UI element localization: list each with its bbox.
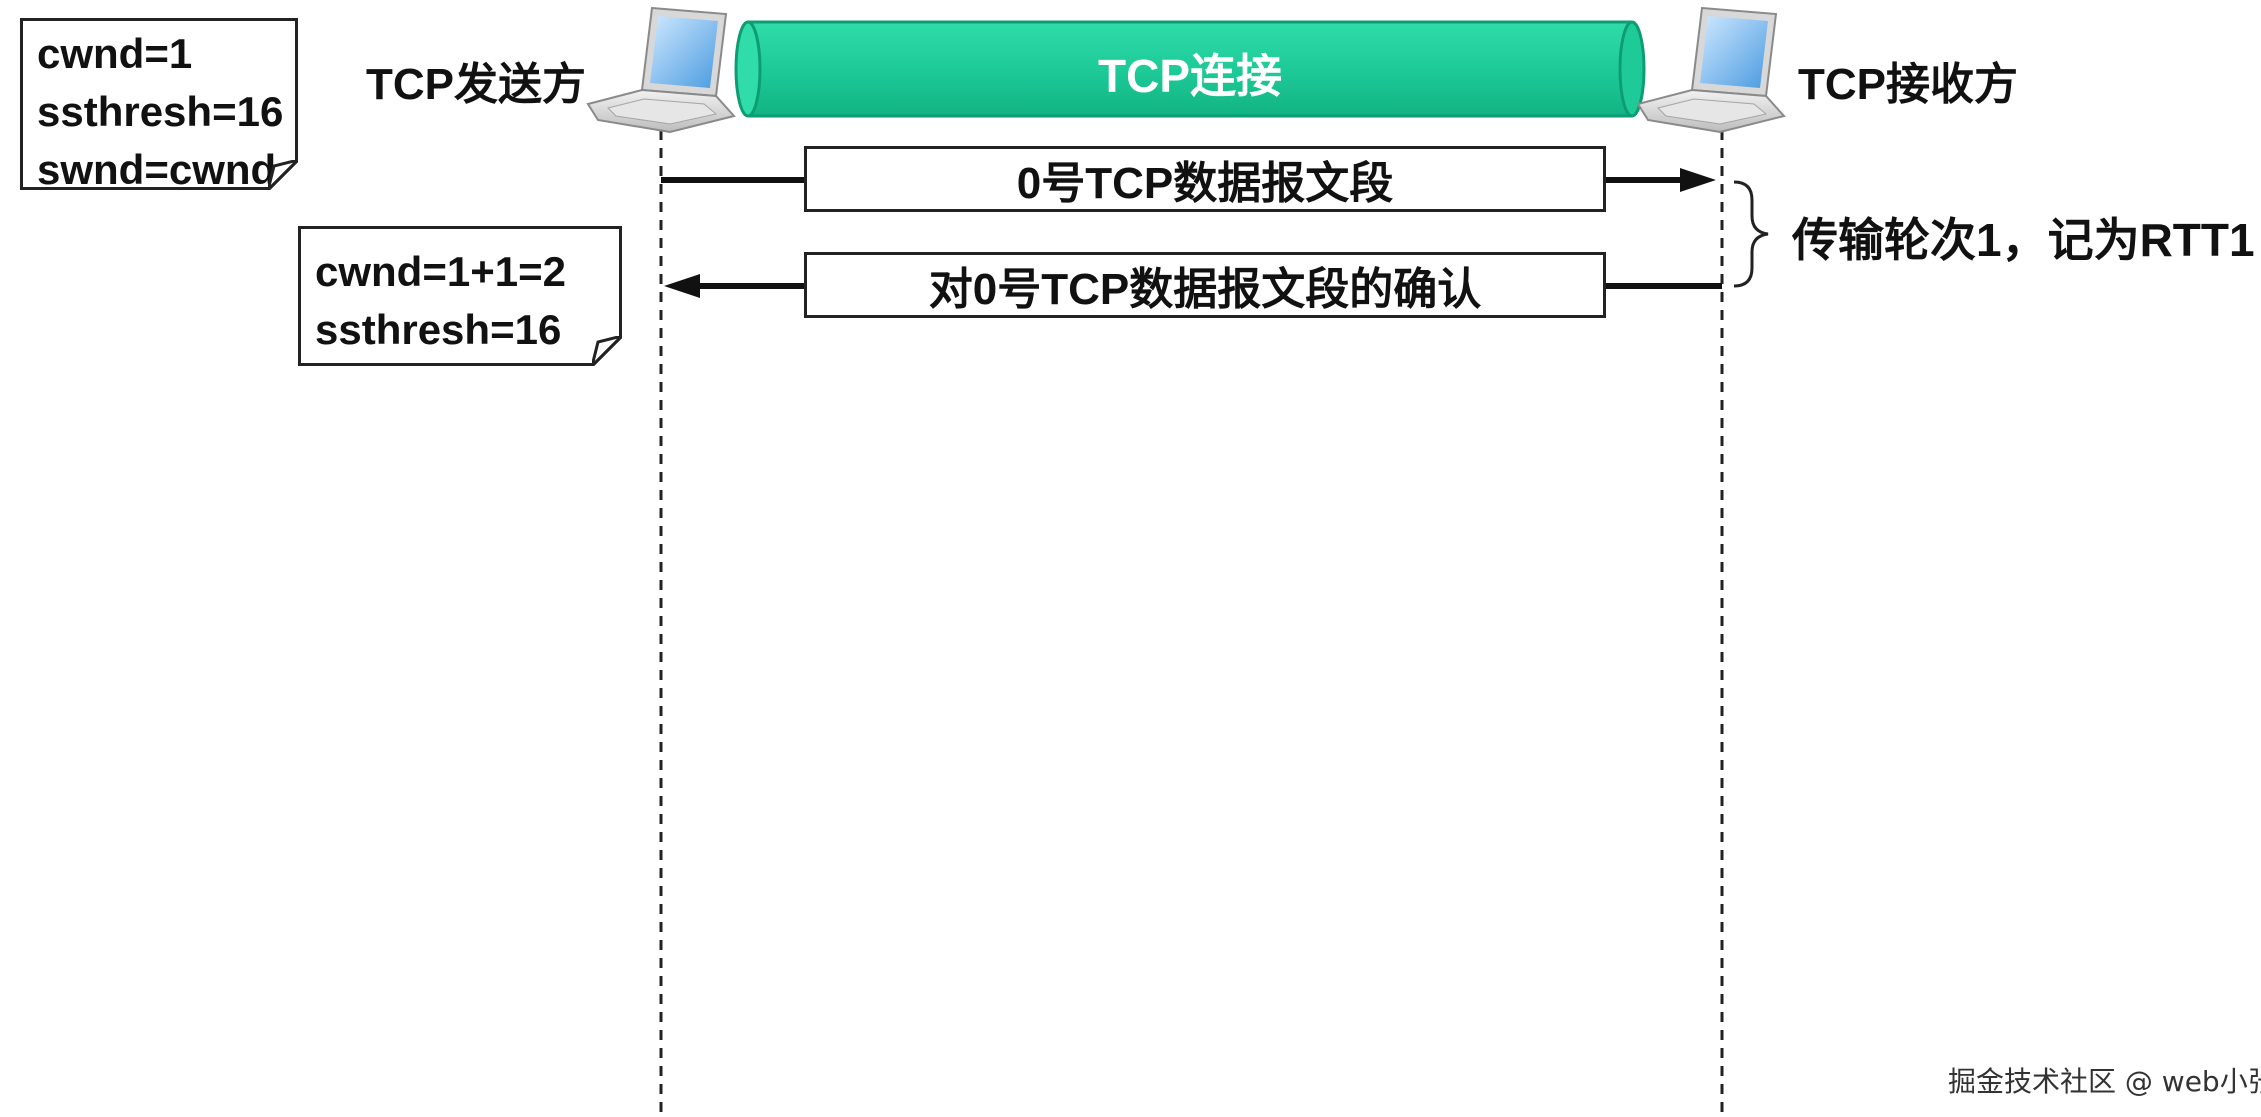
message-arrow-data bbox=[661, 168, 1716, 192]
note-line: cwnd=1 bbox=[37, 30, 193, 77]
receiver-laptop-icon bbox=[1636, 6, 1786, 134]
ack-segment-box: 对0号TCP数据报文段的确认 bbox=[804, 252, 1606, 318]
message-arrow-ack bbox=[664, 274, 1722, 298]
sender-initial-state-note: cwnd=1 ssthresh=16 swnd=cwnd bbox=[20, 18, 298, 193]
receiver-label: TCP接收方 bbox=[1798, 60, 2018, 109]
data-segment-box: 0号TCP数据报文段 bbox=[804, 146, 1606, 212]
rtt-round-label: 传输轮次1，记为RTT1 bbox=[1792, 214, 2255, 266]
folded-corner-icon bbox=[268, 160, 298, 190]
sender-label: TCP发送方 bbox=[366, 60, 586, 109]
connection-label: TCP连接 bbox=[1098, 50, 1282, 102]
sender-laptop-icon bbox=[586, 6, 736, 134]
note-line: ssthresh=16 bbox=[37, 88, 284, 135]
note-line: ssthresh=16 bbox=[315, 306, 562, 353]
watermark: 掘金技术社区 @ web小张 bbox=[1948, 1065, 2261, 1098]
connection-pipe bbox=[734, 20, 1646, 118]
folded-corner-icon bbox=[592, 336, 622, 366]
note-line: cwnd=1+1=2 bbox=[315, 248, 566, 295]
note-line: swnd=cwnd bbox=[37, 146, 277, 193]
sender-updated-state-note: cwnd=1+1=2 ssthresh=16 bbox=[298, 226, 622, 366]
rtt-brace bbox=[1733, 180, 1769, 288]
